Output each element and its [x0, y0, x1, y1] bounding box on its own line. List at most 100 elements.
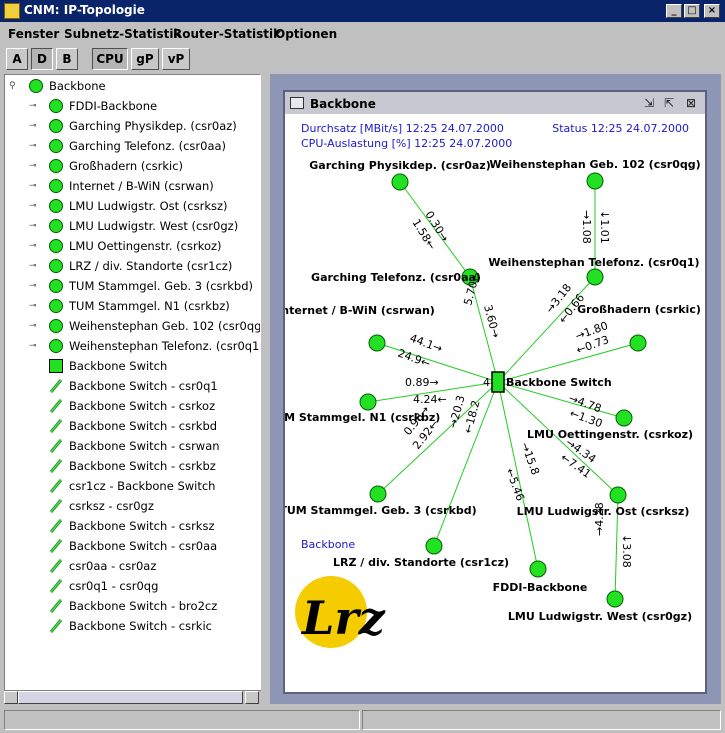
link-line[interactable] [469, 276, 499, 383]
expand-handle-icon[interactable]: ⊸ [29, 141, 37, 151]
backbone-window-titlebar[interactable] [285, 92, 705, 114]
link-line[interactable] [497, 381, 619, 496]
split-divider[interactable] [263, 74, 269, 704]
tree-router-label: Garching Physikdep. (csr0az) [69, 119, 237, 133]
rate-label: →15.8 [518, 441, 542, 477]
tree-link-label: csrksz - csr0gz [69, 499, 154, 513]
toolbar-gp-button[interactable]: gP [131, 48, 159, 70]
tree-link-label: csr0q1 - csr0qg [69, 579, 159, 593]
expand-handle-icon[interactable]: ⊸ [29, 281, 37, 291]
tree-link-label: Backbone Switch - csrkic [69, 619, 212, 633]
tree-router-label: TUM Stammgel. Geb. 3 (csrkbd) [69, 279, 254, 293]
router-label: Großhadern (csrkic) [577, 303, 701, 316]
collapse-handle-icon[interactable]: ⚲ [9, 81, 16, 91]
router-node[interactable] [425, 537, 443, 555]
router-node[interactable] [606, 590, 624, 608]
router-label: TUM Stammgel. Geb. 3 (csrkbd) [285, 504, 477, 517]
expand-handle-icon[interactable]: ⊸ [29, 101, 37, 111]
router-status-icon [49, 319, 63, 333]
menu-fenster[interactable]: Fenster [8, 27, 60, 41]
iconify-icon[interactable]: ⇲ [644, 96, 655, 110]
link-icon [49, 559, 63, 573]
toolbar-b-button[interactable]: B [56, 48, 78, 70]
link-icon [49, 379, 63, 393]
close-icon[interactable]: ⊠ [686, 96, 697, 110]
link-line[interactable] [614, 494, 619, 600]
tree-link-label: Backbone Switch - csrwan [69, 439, 220, 453]
router-label: Garching Telefonz. (csr0aa) [311, 271, 481, 284]
link-line[interactable] [497, 342, 639, 383]
expand-handle-icon[interactable]: ⊸ [29, 221, 37, 231]
topology-tree[interactable]: ⚲ Backbone ⊸FDDI-Backbone⊸Garching Physi… [4, 74, 261, 704]
link-line[interactable] [399, 181, 471, 278]
tree-horizontal-scrollbar[interactable] [4, 690, 261, 704]
router-node[interactable] [586, 268, 604, 286]
expand-handle-icon[interactable]: ⊸ [29, 301, 37, 311]
link-line[interactable] [376, 342, 499, 383]
router-status-icon [49, 199, 63, 213]
minimize-button[interactable]: _ [666, 4, 682, 18]
router-label: LMU Ludwigstr. Ost (csrksz) [517, 505, 690, 518]
expand-handle-icon[interactable]: ⊸ [29, 201, 37, 211]
router-node[interactable] [615, 409, 633, 427]
throughput-header: Durchsatz [MBit/s] 12:25 24.07.2000 [301, 122, 504, 135]
toolbar-a-button[interactable]: A [6, 48, 28, 70]
tree-router-label: LMU Oettingenstr. (csrkoz) [69, 239, 222, 253]
link-line[interactable] [497, 381, 539, 570]
expand-handle-icon[interactable]: ⊸ [29, 161, 37, 171]
lrz-logo-icon [295, 576, 367, 648]
menu-subnetz-statistik[interactable]: Subnetz-Statistik [64, 27, 182, 41]
link-line[interactable] [497, 381, 625, 419]
toolbar-vp-button[interactable]: vP [162, 48, 190, 70]
close-button[interactable]: × [704, 4, 720, 18]
link-icon [49, 499, 63, 513]
graph-name-label: Backbone [301, 538, 355, 551]
menu-router-statistik[interactable]: Router-Statistik [173, 27, 282, 41]
router-node[interactable] [359, 393, 377, 411]
expand-handle-icon[interactable]: ⊸ [29, 261, 37, 271]
router-status-icon [49, 339, 63, 353]
toolbar-d-button[interactable]: D [31, 48, 53, 70]
router-node[interactable] [629, 334, 647, 352]
tree-link-label: Backbone Switch - csrkbz [69, 459, 216, 473]
link-line[interactable] [497, 276, 596, 383]
tree-router-label: Weihenstephan Geb. 102 (csr0qg) [69, 319, 261, 333]
router-node[interactable] [391, 173, 409, 191]
expand-handle-icon[interactable]: ⊸ [29, 321, 37, 331]
link-line[interactable] [367, 381, 499, 403]
router-node[interactable] [368, 334, 386, 352]
status-bar [0, 708, 725, 733]
router-status-icon [49, 159, 63, 173]
scroll-thumb[interactable] [18, 691, 243, 704]
status-field-left [4, 710, 360, 730]
expand-handle-icon[interactable]: ⊸ [29, 121, 37, 131]
lrz-logo-text: Lrz [300, 591, 386, 645]
switch-label: Backbone Switch [506, 376, 612, 389]
toolbar-cpu-button[interactable]: CPU [92, 48, 128, 70]
backbone-switch-node[interactable] [491, 371, 505, 393]
status-header: Status 12:25 24.07.2000 [552, 122, 689, 135]
router-status-icon [49, 279, 63, 293]
router-node[interactable] [529, 560, 547, 578]
router-node[interactable] [369, 485, 387, 503]
menu-optionen[interactable]: Optionen [275, 27, 338, 41]
router-label: LMU Ludwigstr. West (csr0gz) [508, 610, 692, 623]
router-node[interactable] [461, 268, 479, 286]
router-status-icon [29, 79, 43, 93]
link-line[interactable] [377, 381, 499, 495]
expand-handle-icon[interactable]: ⊸ [29, 181, 37, 191]
tree-link-label: csr0aa - csr0az [69, 559, 157, 573]
tree-router-label: LMU Ludwigstr. Ost (csrksz) [69, 199, 228, 213]
router-label: LRZ / div. Standorte (csr1cz) [333, 556, 509, 569]
link-line[interactable] [433, 381, 499, 547]
scroll-left-button[interactable] [4, 691, 18, 704]
router-node[interactable] [586, 172, 604, 190]
maximize-button[interactable]: □ [684, 4, 700, 18]
expand-handle-icon[interactable]: ⊸ [29, 241, 37, 251]
tree-link-label: Backbone Switch - csrksz [69, 519, 215, 533]
scroll-right-button[interactable] [245, 691, 259, 704]
router-node[interactable] [609, 486, 627, 504]
expand-handle-icon[interactable]: ⊸ [29, 341, 37, 351]
maximize-icon[interactable]: ⇱ [664, 96, 675, 110]
router-label: TUM Stammgel. N1 (csrkbz) [285, 411, 440, 424]
